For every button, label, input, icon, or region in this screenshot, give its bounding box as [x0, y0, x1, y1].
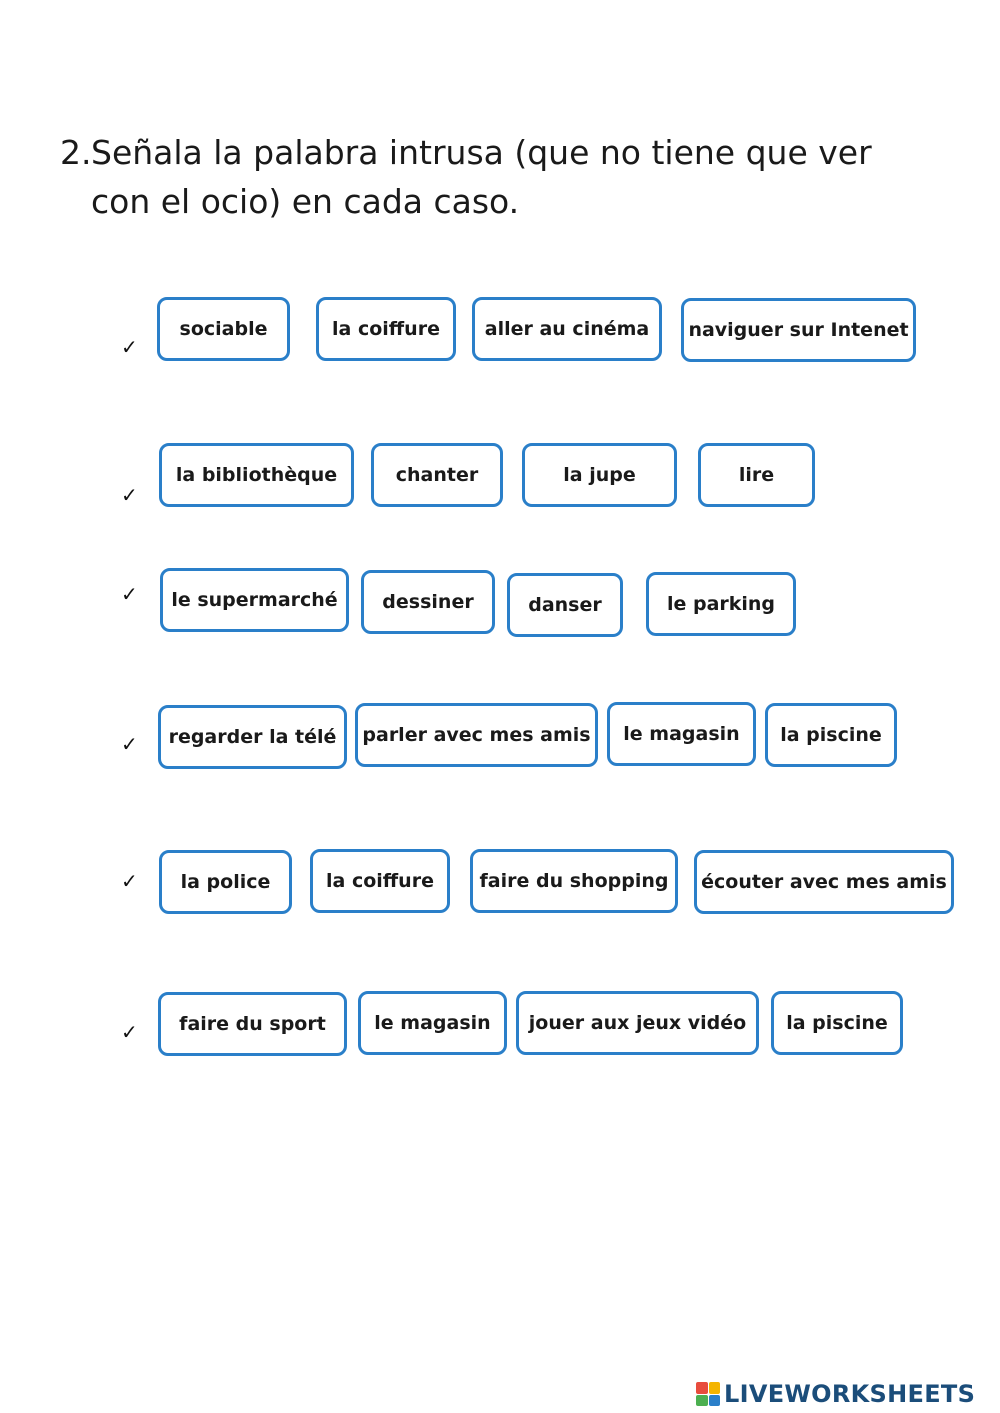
option-row-1-3[interactable]: aller au cinéma: [472, 297, 662, 361]
option-row-5-4[interactable]: écouter avec mes amis: [694, 850, 954, 914]
logo-tile-yellow: [708, 1382, 720, 1394]
option-row-1-1[interactable]: sociable: [157, 297, 290, 361]
option-row-3-1[interactable]: le supermarché: [160, 568, 349, 632]
option-row-2-2[interactable]: chanter: [371, 443, 503, 507]
logo-tile-blue: [708, 1394, 720, 1406]
option-row-4-1[interactable]: regarder la télé: [158, 705, 347, 769]
option-row-1-2[interactable]: la coiffure: [316, 297, 456, 361]
logo-tile-green: [696, 1394, 708, 1406]
option-row-5-3[interactable]: faire du shopping: [470, 849, 678, 913]
exercise-heading: 2. Señala la palabra intrusa (que no tie…: [60, 128, 940, 226]
liveworksheets-logo: LIVEWORKSHEETS: [696, 1377, 975, 1411]
option-row-3-4[interactable]: le parking: [646, 572, 796, 636]
exercise-instruction: Señala la palabra intrusa (que no tiene …: [91, 133, 872, 221]
check-mark-row-3: ✓: [121, 582, 138, 606]
option-row-4-4[interactable]: la piscine: [765, 703, 897, 767]
option-row-6-3[interactable]: jouer aux jeux vidéo: [516, 991, 759, 1055]
option-row-4-3[interactable]: le magasin: [607, 702, 756, 766]
option-row-2-4[interactable]: lire: [698, 443, 815, 507]
option-row-5-1[interactable]: la police: [159, 850, 292, 914]
liveworksheets-icon: [696, 1382, 720, 1406]
logo-tile-red: [696, 1382, 708, 1394]
option-row-1-4[interactable]: naviguer sur Intenet: [681, 298, 916, 362]
option-row-5-2[interactable]: la coiffure: [310, 849, 450, 913]
option-row-6-4[interactable]: la piscine: [771, 991, 903, 1055]
option-row-2-1[interactable]: la bibliothèque: [159, 443, 354, 507]
option-row-6-2[interactable]: le magasin: [358, 991, 507, 1055]
option-row-3-3[interactable]: danser: [507, 573, 623, 637]
check-mark-row-6: ✓: [121, 1020, 138, 1044]
option-row-4-2[interactable]: parler avec mes amis: [355, 703, 598, 767]
check-mark-row-1: ✓: [121, 335, 138, 359]
exercise-number: 2.: [60, 133, 92, 172]
brand-name: LIVEWORKSHEETS: [724, 1380, 976, 1408]
option-row-3-2[interactable]: dessiner: [361, 570, 495, 634]
option-row-6-1[interactable]: faire du sport: [158, 992, 347, 1056]
check-mark-row-5: ✓: [121, 869, 138, 893]
check-mark-row-2: ✓: [121, 483, 138, 507]
option-row-2-3[interactable]: la jupe: [522, 443, 677, 507]
check-mark-row-4: ✓: [121, 732, 138, 756]
